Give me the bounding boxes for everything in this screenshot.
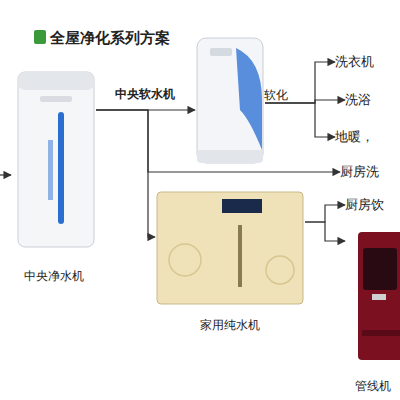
node-text: 中央净水机 — [24, 269, 84, 284]
product-node: 管线机 — [345, 228, 400, 394]
node-text: 地暖， — [335, 129, 374, 145]
central-softener-image — [197, 38, 263, 163]
flow-arrow — [96, 110, 340, 172]
diagram-title: 全屋净化系列方案 — [50, 29, 170, 48]
annotation-label: 软化 — [264, 88, 288, 103]
destination-node: 地暖， — [335, 129, 374, 145]
flow-arrow — [96, 110, 155, 237]
flow-arrow — [265, 62, 335, 103]
destination-node: 厨房饮 — [345, 197, 384, 213]
flow-arrow — [305, 222, 345, 241]
node-text: 洗衣机 — [335, 54, 374, 70]
destination-node: 厨房洗 — [340, 164, 379, 180]
node-text: 厨房洗 — [340, 164, 379, 180]
product-node: 家用纯水机 — [155, 190, 305, 333]
node-text: 厨房饮 — [345, 197, 384, 213]
central-purifier-image — [18, 72, 94, 247]
node-text: 洗浴 — [345, 92, 371, 108]
node-text: 家用纯水机 — [200, 318, 260, 333]
node-text: 管线机 — [355, 379, 391, 394]
destination-node: 洗衣机 — [335, 54, 374, 70]
flow-arrow — [96, 109, 195, 110]
flow-arrow — [305, 205, 345, 222]
node-text: 中央软水机 — [115, 87, 175, 102]
flow-arrow — [265, 103, 335, 137]
destination-node: 洗浴 — [345, 92, 371, 108]
logo-mark — [34, 30, 46, 44]
inlet-arrow — [0, 174, 11, 175]
product-node: 中央净水机 — [12, 72, 96, 284]
home-purifier-image — [157, 192, 303, 304]
product-node: 中央软水机 — [195, 35, 265, 165]
pipeline-dispenser-image — [358, 232, 400, 360]
